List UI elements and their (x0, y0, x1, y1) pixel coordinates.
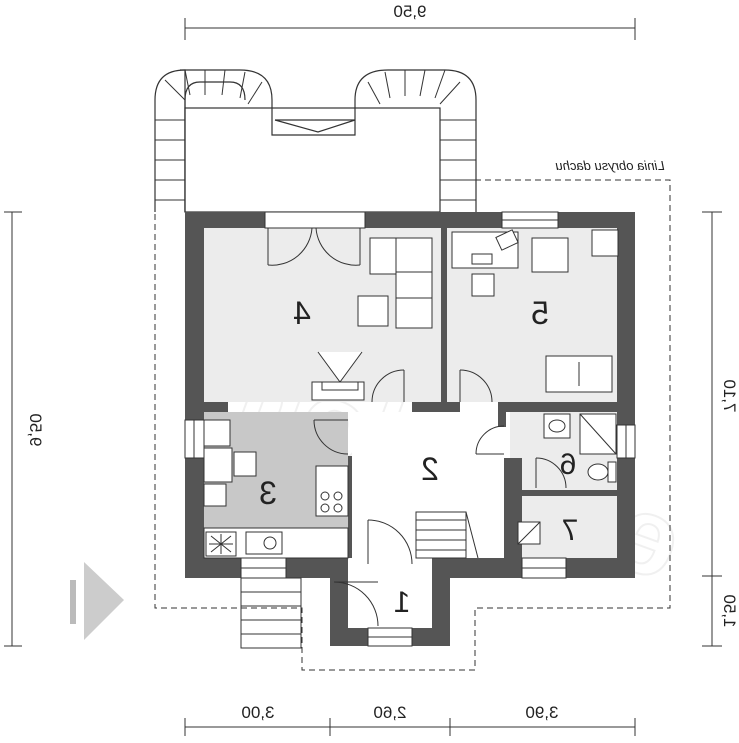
dim-right-lower: 1,50 (720, 594, 739, 627)
room-label-2: 2 (421, 451, 439, 487)
room-label-6: 6 (560, 448, 577, 481)
dim-top-total: 9,50 (393, 2, 426, 21)
room-labels: 4 5 3 2 6 7 1 (259, 295, 578, 619)
door-swings (313, 369, 567, 627)
living-room-furniture (311, 237, 433, 401)
terrace-steps (155, 69, 476, 201)
terrace-door (264, 211, 366, 266)
floor-room-2 (352, 412, 504, 558)
dim-bottom-1: 3,00 (241, 703, 274, 722)
room-label-5: 5 (531, 295, 549, 331)
room-label-4: 4 (293, 295, 311, 331)
terrace (154, 69, 477, 213)
interior-stairs (415, 511, 479, 559)
dim-left-total: 9,50 (26, 413, 45, 446)
windows (184, 211, 636, 647)
entrance-steps (240, 577, 302, 649)
bathroom-fittings (543, 413, 617, 483)
roof-outline (154, 179, 671, 671)
walls (185, 212, 635, 646)
room-label-3: 3 (259, 475, 277, 511)
dimension-lines (4, 18, 722, 736)
kitchen-fittings (203, 419, 349, 559)
utility-fittings (517, 521, 541, 545)
entrance-arrow-icon (70, 562, 124, 640)
dim-bottom-2: 2,60 (373, 703, 406, 722)
bedroom-furniture (451, 229, 619, 393)
dimension-labels: 9,50 9,50 7,10 1,50 3,00 2,60 3,90 (26, 2, 739, 722)
dim-bottom-3: 3,90 (525, 703, 558, 722)
room-label-7: 7 (562, 514, 579, 547)
dim-right-main: 7,10 (720, 379, 739, 412)
roof-outline-label: Linia obrysu dachu (555, 158, 664, 173)
room-label-1: 1 (394, 586, 411, 619)
